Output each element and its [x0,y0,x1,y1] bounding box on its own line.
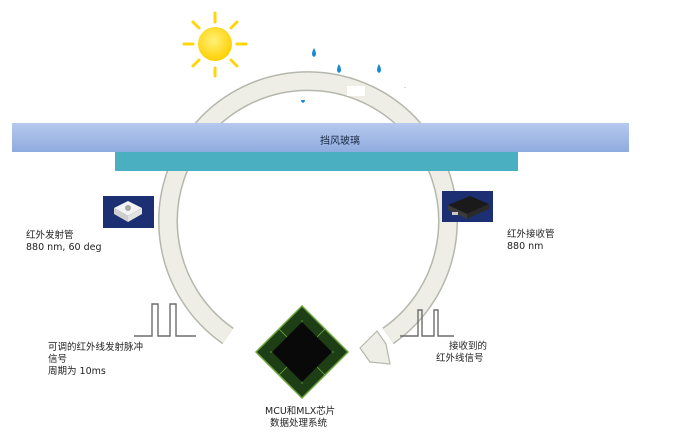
pulse-signal-line3: 周期为 10ms [48,366,106,377]
pulse-waveform-left [134,303,196,337]
windshield-glass [12,123,629,152]
raindrop-icon [337,64,341,73]
ir-receiver-icon [442,191,493,222]
pulse-signal-line1: 可调的红外线发射脉冲 [48,342,144,353]
mcu-chip-icon [254,304,350,400]
raindrop-icon [377,64,381,73]
receiver-title: 红外接收管 [507,229,555,240]
emitter-spec: 880 nm, 60 deg [26,242,102,253]
pulse-signal-line2: 信号 [48,354,68,365]
windshield-label: 挡风玻璃 [320,136,360,147]
signal-loop-arrow [158,71,458,365]
chip-label-line2: 数据处理系统 [270,418,328,429]
received-signal-line2: 红外线信号 [436,353,484,364]
pulse-waveform-right [400,309,454,337]
received-signal-line1: 接收到的 [449,341,488,352]
emitter-title: 红外发射管 [26,230,74,241]
sun-icon [182,11,248,78]
water-film [295,86,413,100]
receiver-spec: 880 nm [507,241,544,252]
chip-label-line1: MCU和MLX芯片 [265,406,336,417]
windshield-inner-layer [115,152,518,171]
raindrop-icon [312,48,316,57]
ir-emitter-icon [103,196,154,228]
